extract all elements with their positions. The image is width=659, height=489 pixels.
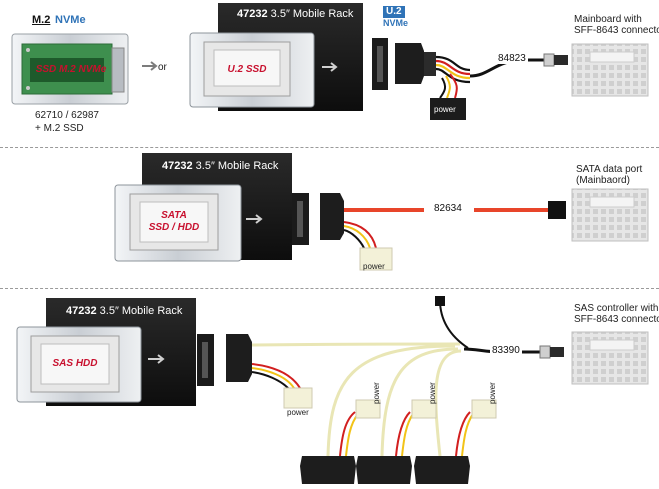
m2-adapter [11,33,129,105]
u2-connector [372,38,436,90]
mobile-rack-2 [114,153,292,262]
power-label-3: power [287,408,309,417]
rack-title-2: 47232 3.5″ Mobile Rack [162,160,279,172]
drive-label-2a: SATA [161,210,187,221]
target-label-1a: Mainboard with [574,14,642,25]
power-wires-2 [343,221,393,271]
mobile-rack-3 [16,298,196,406]
target-label-3b: SFF-8643 connector [574,314,659,325]
target-label-2a: SATA data port [576,164,643,175]
u2-nvme-label: NVMe [383,18,409,28]
mainboard-1 [571,43,649,97]
nvme-label: NVMe [55,14,86,26]
breakout-power-plugs [339,399,497,457]
mainboard-3 [571,331,649,385]
power-label-2: power [363,262,385,271]
section-divider [0,288,659,289]
rack-title-1: 47232 3.5″ Mobile Rack [237,8,354,20]
power-wires-1 [430,55,471,120]
target-label-1b: SFF-8643 connector [574,25,659,36]
mobile-rack-1 [189,3,363,111]
rack-title-3: 47232 3.5″ Mobile Rack [66,305,183,317]
plus-ssd-label: + M.2 SSD [35,123,84,134]
drive-label-1: U.2 SSD [227,64,267,75]
target-label-3a: SAS controller with [574,303,659,314]
power-label-1: power [434,105,456,114]
cable-number-2: 82634 [432,203,464,214]
part-numbers: 62710 / 62987 [35,110,99,121]
cable-number-1: 84823 [496,53,528,64]
cable-number-3: 83390 [490,345,522,356]
sata-connector [292,193,344,245]
breakout-power-label: power [372,382,381,404]
target-label-2b: (Mainbaord) [576,175,630,186]
drive-label-3: SAS HDD [52,358,98,369]
mainboard-2 [571,188,649,242]
u2-badge: U.2 [383,6,405,18]
power-wires-3 [251,363,313,409]
sata-cable [344,201,566,219]
breakout-power-label: power [428,382,437,404]
or-label: or [158,62,167,73]
arrow-icon [142,61,158,71]
section-divider [0,147,659,148]
sas-breakout-cable [251,296,564,457]
drive-label-2b: SSD / HDD [148,222,200,233]
ssd-card-label: SSD M.2 NVMe [35,64,107,75]
breakout-power-label: power [488,382,497,404]
sas-connector [197,334,252,386]
m2-label: M.2 [32,14,51,26]
sas-drive-plugs [300,456,470,484]
